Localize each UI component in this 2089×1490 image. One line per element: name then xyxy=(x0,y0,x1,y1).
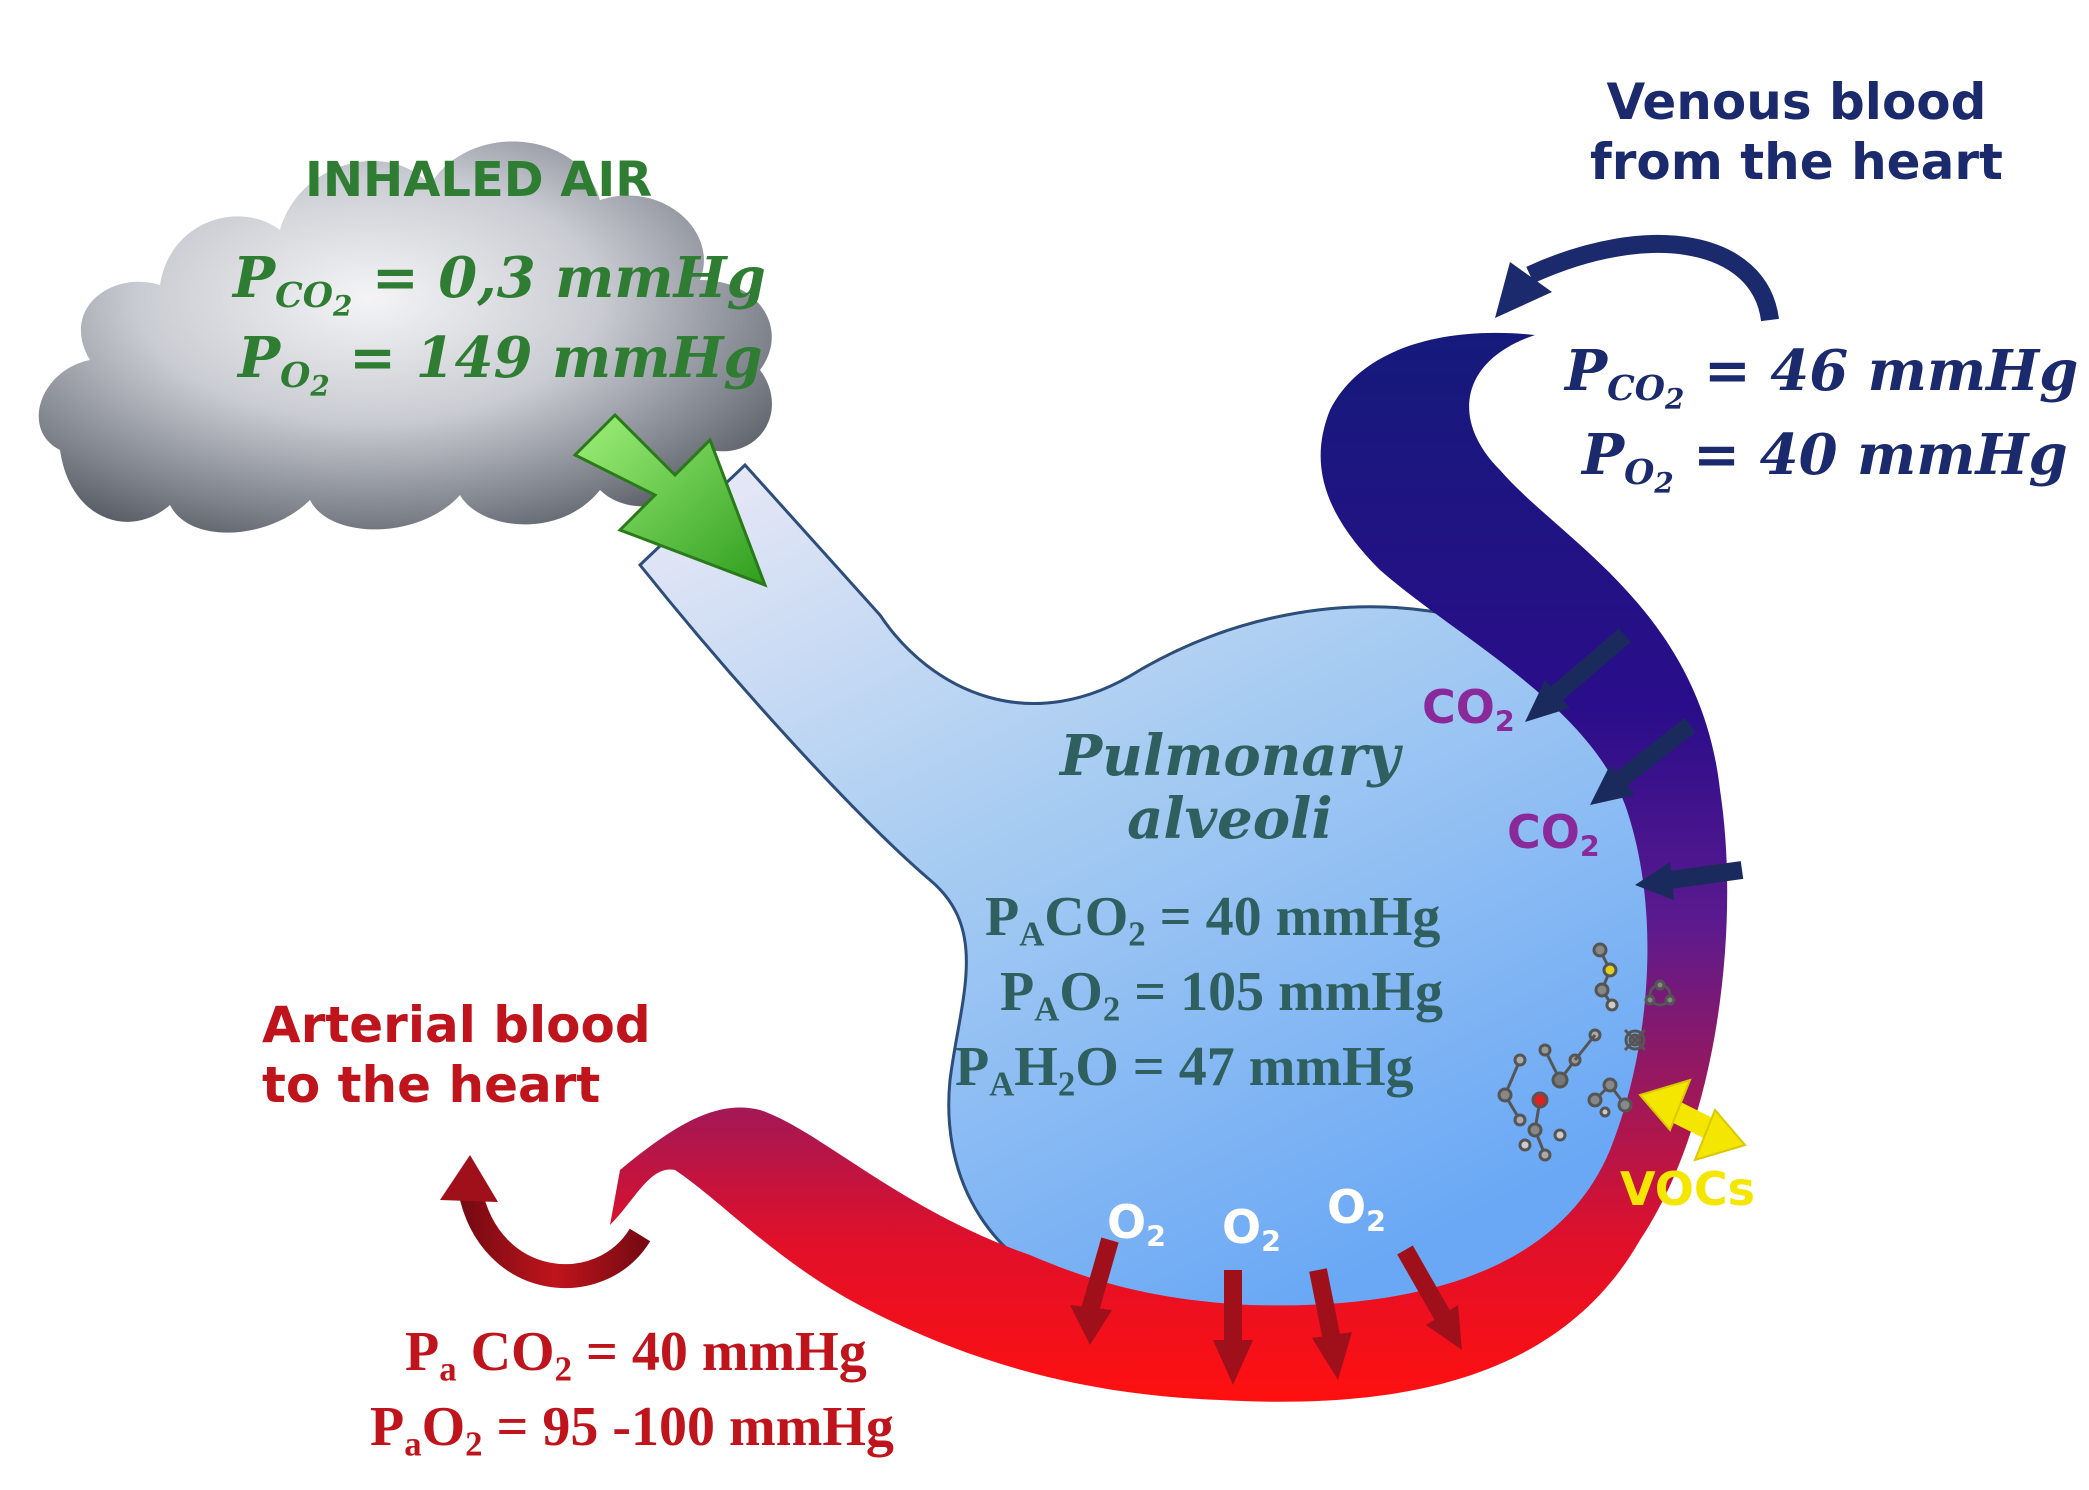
molecule xyxy=(1518,1091,1567,1162)
venous-po2-equation: PO2 = 40 mmHg xyxy=(1582,422,2068,500)
molecule xyxy=(1538,1028,1602,1089)
venous-return-arrow xyxy=(1495,235,1779,322)
molecule xyxy=(1644,979,1676,1007)
co2-arrow xyxy=(1525,628,1631,722)
voc-molecules xyxy=(1497,942,1676,1162)
arterial-blood-title: Arterial blood to the heart xyxy=(262,995,651,1115)
venous-title-line1: Venous blood xyxy=(1606,73,1987,131)
alveoli-po2-equation: PAO2 = 105 mmHg xyxy=(1000,961,1443,1029)
o2-label: O2 xyxy=(1222,1200,1281,1259)
venous-title-line2: from the heart xyxy=(1590,133,2003,191)
arterial-pco2-equation: Pa CO2 = 40 mmHg xyxy=(405,1321,867,1389)
o2-arrow xyxy=(1070,1237,1119,1345)
o2-label: O2 xyxy=(1327,1180,1386,1239)
co2-label: CO2 xyxy=(1422,680,1515,739)
molecule xyxy=(1587,1077,1633,1118)
co2-label: CO2 xyxy=(1507,805,1600,864)
molecule xyxy=(1497,1053,1527,1127)
molecule xyxy=(1623,1028,1647,1052)
o2-label: O2 xyxy=(1107,1195,1166,1254)
alveoli-ph2o-equation: PAH2O = 47 mmHg xyxy=(955,1036,1414,1104)
voc-exchange-arrow xyxy=(1638,1078,1747,1162)
inhale-arrow xyxy=(572,412,768,588)
arterial-title-line2: to the heart xyxy=(262,1056,601,1114)
venous-blood-title: Venous blood from the heart xyxy=(1590,72,2003,192)
alveoli-pco2-equation: PACO2 = 40 mmHg xyxy=(985,886,1441,954)
blood-vessel xyxy=(610,332,1728,1402)
inhaled-po2-equation: PO2 = 149 mmHg xyxy=(238,325,763,403)
molecule xyxy=(1592,942,1619,1012)
co2-arrow xyxy=(1635,861,1744,900)
o2-arrow xyxy=(1309,1268,1352,1380)
arterial-title-line1: Arterial blood xyxy=(262,996,651,1054)
inhaled-pco2-equation: PCO2 = 0,3 mmHg xyxy=(233,245,766,323)
co2-arrow xyxy=(1590,717,1696,805)
venous-pco2-equation: PCO2 = 46 mmHg xyxy=(1565,338,2079,416)
arterial-return-arrow xyxy=(440,1155,651,1289)
alveoli-title-line2: alveoli xyxy=(1127,785,1333,852)
alveoli-title: Pulmonary alveoli xyxy=(1060,725,1400,850)
alveoli-title-line1: Pulmonary xyxy=(1060,723,1400,789)
inhaled-air-title: INHALED AIR xyxy=(305,152,653,208)
co2-diffusion-arrows xyxy=(1525,628,1744,900)
arterial-po2-equation: PaO2 = 95 -100 mmHg xyxy=(370,1396,894,1464)
o2-diffusion-arrows xyxy=(1070,1237,1462,1385)
vocs-label: VOCs xyxy=(1620,1162,1756,1216)
inhaled-air-cloud xyxy=(38,141,772,533)
o2-arrow xyxy=(1213,1270,1253,1385)
o2-arrow xyxy=(1397,1245,1462,1350)
